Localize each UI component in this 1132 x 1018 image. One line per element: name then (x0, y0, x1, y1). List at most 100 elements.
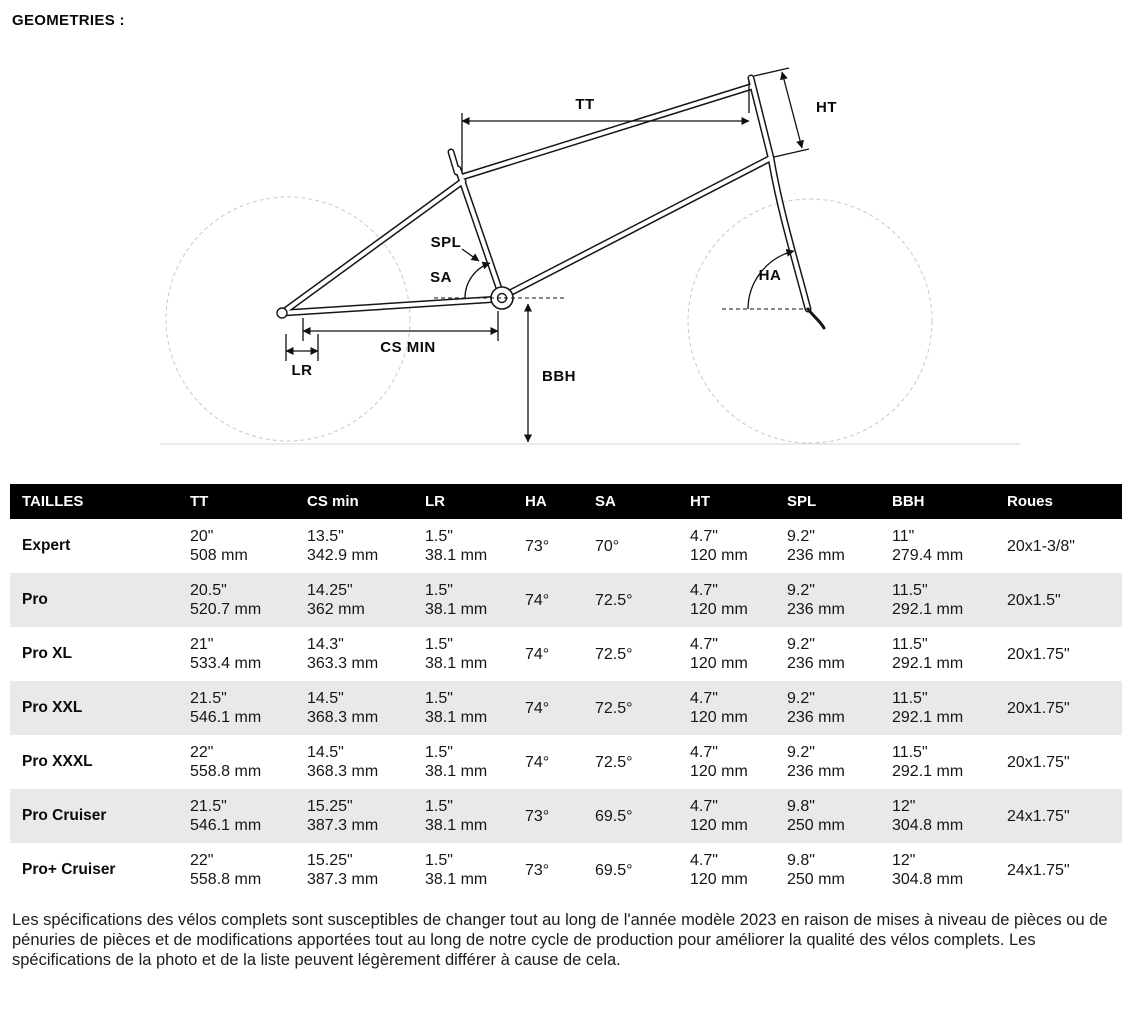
spec-cell: 21"533.4 mm (178, 627, 295, 681)
column-header-ha: HA (513, 484, 583, 519)
spec-cell: 1.5"38.1 mm (413, 789, 513, 843)
spec-cell: 21.5"546.1 mm (178, 681, 295, 735)
spec-line: 533.4 mm (190, 655, 262, 672)
spec-cell: 70° (583, 519, 678, 573)
spec-cell: 4.7" 120 mm (678, 843, 775, 897)
spec-cell: 4.7"120 mm (678, 789, 775, 843)
spec-line: 342.9 mm (307, 547, 379, 564)
spec-cell: 69.5° (583, 843, 678, 897)
spec-line: 292.1 mm (892, 655, 964, 672)
spec-line: 14.5" (307, 690, 344, 707)
spec-line: 73° (525, 537, 550, 555)
spec-line: 236 mm (787, 547, 845, 564)
spec-cell: 4.7"120 mm (678, 681, 775, 735)
spec-cell: 69.5° (583, 789, 678, 843)
spec-line: 38.1 mm (425, 871, 488, 888)
spec-line: 20x1.5" (1007, 591, 1061, 609)
spec-cell: 72.5° (583, 735, 678, 789)
spec-cell: 20x1.75" (995, 627, 1122, 681)
spec-line: 387.3 mm (307, 871, 379, 888)
spec-line: 20x1-3/8" (1007, 537, 1075, 555)
spec-cell: 11"279.4 mm (880, 519, 995, 573)
row-label: Pro XL (22, 645, 72, 662)
spec-line: 304.8 mm (892, 817, 964, 834)
row-label: Expert (22, 537, 71, 554)
spec-cell: 11.5"292.1 mm (880, 681, 995, 735)
spec-line: 9.2" (787, 744, 815, 761)
column-header-spl: SPL (775, 484, 880, 519)
column-header-tt: TT (178, 484, 295, 519)
spec-line: 120 mm (690, 601, 748, 618)
spec-line: 362 mm (307, 601, 365, 618)
spec-line: 9.2" (787, 690, 815, 707)
dim-head-angle: HA (722, 248, 808, 310)
spec-cell: 15.25" 387.3 mm (295, 843, 413, 897)
bike-diagram-svg: TT HT SPL SA (160, 67, 1020, 445)
bike-geometry-diagram: TT HT SPL SA (10, 31, 1122, 476)
spec-cell: 22"558.8 mm (178, 843, 295, 897)
spec-cell: 74° (513, 573, 583, 627)
spec-line: 4.7" (690, 636, 718, 653)
spec-line: 4.7" (690, 582, 718, 599)
spec-line: 73° (525, 807, 550, 825)
spec-line: 72.5° (595, 753, 633, 771)
spec-line: 38.1 mm (425, 601, 488, 618)
front-wheel-outline (687, 198, 933, 444)
spec-line: 74° (525, 645, 550, 663)
spec-line: 24x1.75" (1007, 861, 1070, 879)
diagram-label-bbh: BBH (542, 368, 576, 385)
spec-line: 72.5° (595, 645, 633, 663)
spec-cell: 1.5"38.1 mm (413, 627, 513, 681)
spec-line: 4.7" (690, 798, 718, 815)
spec-cell: 73° (513, 843, 583, 897)
spec-cell: 74° (513, 681, 583, 735)
spec-line: 1.5" (425, 852, 453, 869)
diagram-label-ha: HA (759, 267, 782, 284)
spec-line: 15.25" (307, 852, 353, 869)
spec-line: 4.7" (690, 528, 718, 545)
spec-cell: 12"304.8 mm (880, 789, 995, 843)
frame-outline (278, 74, 812, 317)
dim-top-tube: TT (461, 81, 750, 171)
spec-line: 292.1 mm (892, 601, 964, 618)
table-row: Pro+ Cruiser 22"558.8 mm 15.25" 387.3 mm 1.… (10, 843, 1122, 897)
spec-line: 120 mm (690, 871, 748, 888)
spec-cell: 4.7"120 mm (678, 735, 775, 789)
spec-line: 4.7" (690, 852, 718, 869)
spec-cell: 9.8"250 mm (775, 789, 880, 843)
spec-cell: 11.5"292.1 mm (880, 735, 995, 789)
dim-bb-height: BBH (524, 303, 576, 443)
spec-line: 9.2" (787, 582, 815, 599)
spec-line: 74° (525, 591, 550, 609)
spec-cell: 13.5"342.9 mm (295, 519, 413, 573)
row-label: Pro+ Cruiser (22, 861, 116, 878)
spec-line: 14.3" (307, 636, 344, 653)
spec-line: 368.3 mm (307, 763, 379, 780)
spec-line: 14.5" (307, 744, 344, 761)
spec-cell: 11.5"292.1 mm (880, 573, 995, 627)
spec-cell: 73° (513, 789, 583, 843)
spec-line: 236 mm (787, 709, 845, 726)
spec-line: 73° (525, 861, 550, 879)
spec-line: 14.25" (307, 582, 353, 599)
spec-line: 1.5" (425, 798, 453, 815)
spec-line: 72.5° (595, 699, 633, 717)
diagram-label-cs-min: CS MIN (380, 339, 436, 356)
spec-line: 292.1 mm (892, 709, 964, 726)
spec-line: 11" (892, 528, 915, 545)
spec-cell: 9.2"236 mm (775, 627, 880, 681)
spec-line: 21.5" (190, 798, 227, 815)
spec-line: 4.7" (690, 744, 718, 761)
spec-line: 1.5" (425, 636, 453, 653)
spec-line: 1.5" (425, 744, 453, 761)
spec-cell: 72.5° (583, 573, 678, 627)
spec-line: 9.2" (787, 636, 815, 653)
spec-line: 22" (190, 744, 214, 761)
spec-cell: 1.5"38.1 mm (413, 573, 513, 627)
spec-cell: 21.5"546.1 mm (178, 789, 295, 843)
spec-cell: 22"558.8 mm (178, 735, 295, 789)
spec-line: 1.5" (425, 690, 453, 707)
column-header-lr: LR (413, 484, 513, 519)
